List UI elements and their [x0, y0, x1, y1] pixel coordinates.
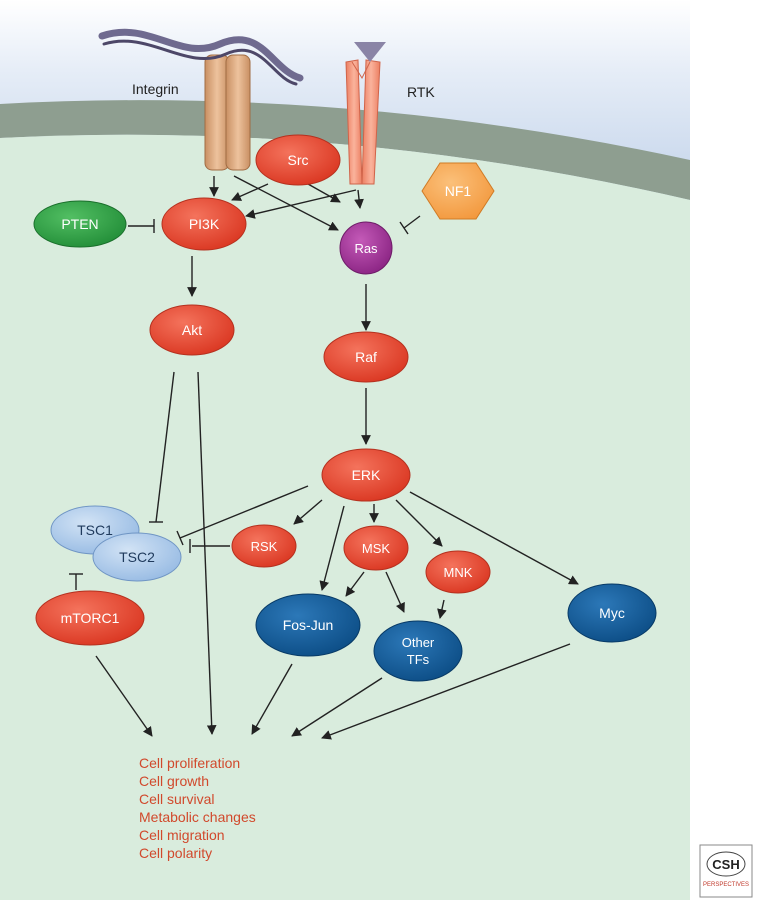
arrow-msk-fosjun [345, 571, 365, 597]
arrow-rtk-pi3k [245, 189, 357, 219]
cell-membrane [0, 100, 690, 200]
node-msk: MSK [343, 525, 409, 571]
node-tsc1-label: TSC1 [77, 522, 113, 538]
node-tsc2: TSC2 [92, 532, 182, 582]
arrow-integrin-ras [233, 175, 339, 231]
arrow-fosjun-outcomes [251, 663, 293, 735]
outcome-item: Cell migration [139, 827, 225, 843]
inhibit-nf1-ras [403, 215, 421, 229]
ecm-fiber [98, 28, 304, 86]
node-mnk-label: MNK [444, 565, 473, 580]
logo-sub-text: PERSPECTIVES [703, 882, 749, 888]
node-akt-label: Akt [182, 322, 202, 338]
node-nf1-label: NF1 [445, 183, 472, 199]
arrow-mnk-othertfs [437, 599, 447, 619]
activation-arrows [95, 175, 579, 740]
integrin-receptor [204, 54, 251, 171]
inhibition-edges [69, 215, 421, 590]
node-mnk: MNK [425, 550, 491, 594]
arrow-erk-fosjun [319, 505, 345, 591]
node-pten: PTEN [33, 200, 127, 248]
arrow-akt-outcomes [197, 371, 217, 735]
node-other-tfs: Other TFs [373, 620, 463, 682]
arrow-msk-othertfs [385, 571, 405, 613]
rtk-receptor [345, 59, 381, 185]
arrow-rtk-ras [354, 189, 364, 209]
outcome-item: Cell proliferation [139, 755, 240, 771]
rtk-label: RTK [407, 84, 435, 100]
node-rsk-label: RSK [251, 539, 278, 554]
node-src: Src [255, 134, 341, 186]
inhibit-akt-tsc [155, 371, 175, 523]
outcome-item: Cell polarity [139, 845, 212, 861]
node-fos-jun-label: Fos-Jun [283, 617, 334, 633]
integrin-label: Integrin [132, 81, 179, 97]
node-ras-label: Ras [354, 241, 378, 256]
node-nf1: NF1 [421, 162, 495, 220]
node-mtorc1: mTORC1 [35, 590, 145, 646]
outcome-item: Cell survival [139, 791, 214, 807]
node-tsc2-label: TSC2 [119, 549, 155, 565]
node-erk: ERK [321, 448, 411, 502]
node-pi3k-label: PI3K [189, 216, 220, 232]
arrow-othertfs-outcomes [291, 677, 383, 737]
arrow-erk-mnk [395, 499, 443, 547]
logo-main-text: CSH [712, 857, 739, 872]
node-src-label: Src [288, 152, 309, 168]
node-myc-label: Myc [599, 605, 625, 621]
node-pi3k: PI3K [161, 197, 247, 251]
node-msk-label: MSK [362, 541, 391, 556]
arrow-erk-rsk [293, 499, 323, 525]
node-other-tfs-label-2: TFs [407, 652, 430, 667]
csh-perspectives-logo: CSH PERSPECTIVES [699, 844, 753, 898]
outcomes-list: Cell proliferation Cell growth Cell surv… [139, 755, 256, 861]
node-raf-label: Raf [355, 349, 377, 365]
node-myc: Myc [567, 583, 657, 643]
arrow-src-ras [307, 183, 341, 203]
node-rsk: RSK [231, 524, 297, 568]
ligand-triangle-icon [354, 42, 386, 62]
arrow-erk-myc [409, 491, 579, 585]
outcome-item: Cell growth [139, 773, 209, 789]
node-ras: Ras [339, 221, 393, 275]
node-pten-label: PTEN [61, 216, 98, 232]
outcome-item: Metabolic changes [139, 809, 256, 825]
arrow-mtorc1-outcomes [95, 655, 153, 737]
arrow-src-pi3k [231, 183, 269, 201]
node-other-tfs-label-1: Other [402, 635, 435, 650]
inhibit-erk-tsc2 [179, 485, 309, 539]
arrow-myc-outcomes [321, 643, 571, 740]
node-mtorc1-label: mTORC1 [61, 610, 120, 626]
node-fos-jun: Fos-Jun [255, 593, 361, 657]
node-akt: Akt [149, 304, 235, 356]
node-erk-label: ERK [352, 467, 381, 483]
node-raf: Raf [323, 331, 409, 383]
